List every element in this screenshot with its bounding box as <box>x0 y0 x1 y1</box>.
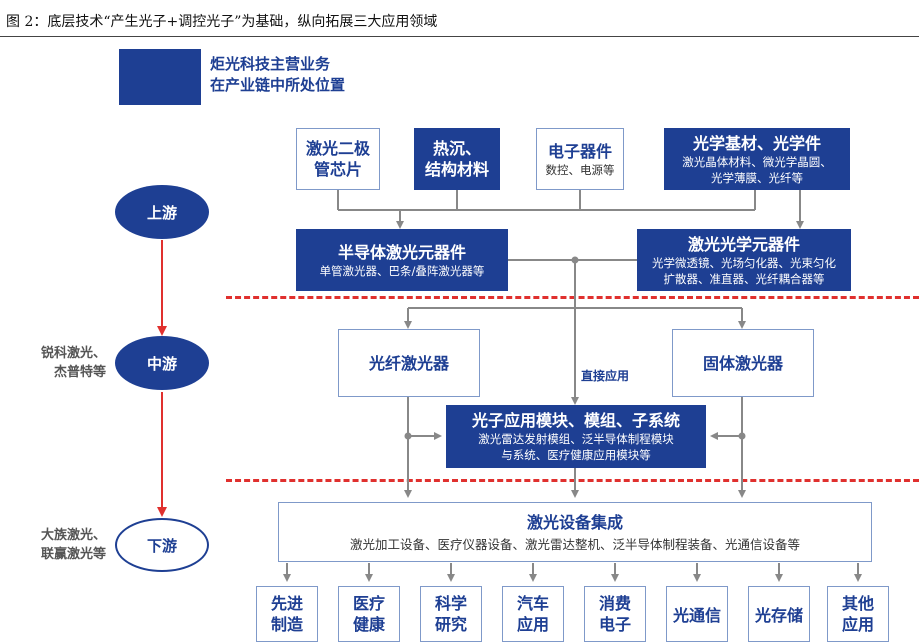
input-optical-sub1: 激光晶体材料、微光学晶圆、 <box>682 154 832 169</box>
solid-state-laser: 固体激光器 <box>672 329 814 397</box>
laser-equipment-integration: 激光设备集成 激光加工设备、医疗仪器设备、激光雷达整机、泛半导体制程装备、光通信… <box>278 502 872 562</box>
application-scientific-research: 科学 研究 <box>420 586 482 642</box>
legend-label-line1: 炬光科技主营业务 <box>210 55 331 73</box>
application-line2: 应用 <box>841 615 874 634</box>
input-optical-sub2: 光学薄膜、光纤等 <box>711 170 803 185</box>
application-other: 其他 应用 <box>827 586 889 642</box>
stage-upstream-label: 上游 <box>146 203 177 222</box>
application-line2: 健康 <box>352 615 385 634</box>
component-laser-optics-title: 激光光学元器件 <box>687 234 800 254</box>
application-line2: 研究 <box>434 615 467 634</box>
photonic-modules: 光子应用模块、模组、子系统 激光雷达发射模组、泛半导体制程模块 与系统、医疗健康… <box>446 405 706 468</box>
stage-downstream-label: 下游 <box>146 536 177 555</box>
application-advanced-manufacturing: 先进 制造 <box>256 586 318 642</box>
component-laser-optics-sub2: 扩散器、准直器、光纤耦合器等 <box>663 271 825 286</box>
application-line1: 其他 <box>841 594 874 613</box>
application-optical-storage: 光存储 <box>748 586 810 642</box>
stage-midstream: 中游 <box>115 336 209 390</box>
input-diode-chip-line2: 管芯片 <box>313 160 362 179</box>
midstream-downstream-divider <box>226 479 919 482</box>
application-line1: 医疗 <box>352 594 385 613</box>
title-rule <box>0 36 919 37</box>
fiber-laser: 光纤激光器 <box>338 329 480 397</box>
input-diode-chip: 激光二极 管芯片 <box>296 128 380 190</box>
application-line2: 电子 <box>598 615 631 634</box>
application-line1: 消费 <box>598 594 631 613</box>
input-diode-chip-line1: 激光二极 <box>305 139 370 158</box>
application-line2: 制造 <box>270 615 303 634</box>
component-semiconductor-sub: 单管激光器、巴条/叠阵激光器等 <box>319 263 485 278</box>
midstream-companies-line2: 杰普特等 <box>53 365 106 380</box>
downstream-companies-line1: 大族激光、 <box>40 528 106 543</box>
input-electronics: 电子器件 数控、电源等 <box>536 128 624 190</box>
downstream-companies: 大族激光、 联赢激光等 <box>16 526 106 564</box>
solid-state-laser-label: 固体激光器 <box>702 353 783 373</box>
figure-title: 图 2：底层技术“产生光子+调控光子”为基础，纵向拓展三大应用领域 <box>6 14 438 30</box>
legend-label: 炬光科技主营业务 在产业链中所处位置 <box>210 54 345 96</box>
photonic-modules-sub1: 激光雷达发射模组、泛半导体制程模块 <box>478 432 674 446</box>
application-line2: 应用 <box>516 615 549 634</box>
midstream-companies-line1: 锐科激光、 <box>40 346 106 361</box>
application-optical-communication: 光通信 <box>666 586 728 642</box>
input-electronics-title: 电子器件 <box>547 141 612 161</box>
integration-sub: 激光加工设备、医疗仪器设备、激光雷达整机、泛半导体制程装备、光通信设备等 <box>349 536 800 552</box>
stage-downstream: 下游 <box>115 518 209 572</box>
application-line1: 先进 <box>270 594 303 613</box>
application-medical-health: 医疗 健康 <box>338 586 400 642</box>
stage-midstream-label: 中游 <box>146 354 177 373</box>
upstream-midstream-divider <box>226 296 919 299</box>
input-optical-title: 光学基材、光学件 <box>692 133 821 153</box>
midstream-companies: 锐科激光、 杰普特等 <box>18 344 106 382</box>
component-semiconductor-title: 半导体激光元器件 <box>337 242 466 262</box>
application-line1: 科学 <box>434 594 467 613</box>
component-laser-optics: 激光光学元器件 光学微透镜、光场匀化器、光束匀化 扩散器、准直器、光纤耦合器等 <box>637 229 851 291</box>
component-laser-optics-sub1: 光学微透镜、光场匀化器、光束匀化 <box>652 255 836 270</box>
photonic-modules-sub2: 与系统、医疗健康应用模块等 <box>501 448 651 462</box>
application-line1: 汽车 <box>516 594 549 613</box>
direct-application-label: 直接应用 <box>581 369 630 383</box>
legend-swatch <box>119 49 201 105</box>
photonic-modules-title: 光子应用模块、模组、子系统 <box>471 411 680 430</box>
component-semiconductor-laser: 半导体激光元器件 单管激光器、巴条/叠阵激光器等 <box>296 229 508 291</box>
integration-title: 激光设备集成 <box>526 512 623 532</box>
fiber-laser-label: 光纤激光器 <box>368 353 449 373</box>
stage-upstream: 上游 <box>115 185 209 239</box>
downstream-companies-line2: 联赢激光等 <box>40 547 106 562</box>
application-consumer-electronics: 消费 电子 <box>584 586 646 642</box>
application-line1: 光通信 <box>672 606 721 625</box>
application-line1: 光存储 <box>754 606 803 625</box>
input-thermal-line1: 热沉、 <box>432 139 481 158</box>
input-thermal: 热沉、 结构材料 <box>414 128 500 190</box>
legend-label-line2: 在产业链中所处位置 <box>210 76 346 94</box>
input-optical: 光学基材、光学件 激光晶体材料、微光学晶圆、 光学薄膜、光纤等 <box>664 128 850 190</box>
application-automotive: 汽车 应用 <box>502 586 564 642</box>
input-electronics-sub: 数控、电源等 <box>545 162 615 177</box>
input-thermal-line2: 结构材料 <box>424 160 489 179</box>
